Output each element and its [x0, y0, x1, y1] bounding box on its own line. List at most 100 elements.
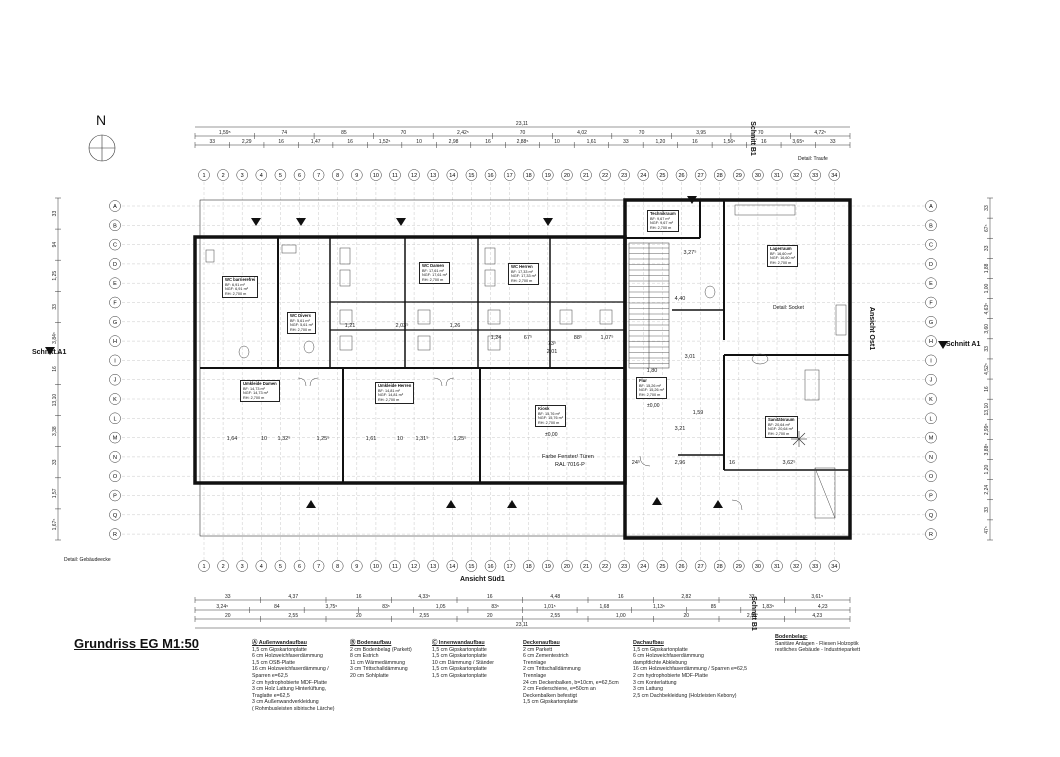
grid-bubbles: 1122334455667788991010111112121313141415… [109, 169, 937, 572]
dim-label: 1,25 [52, 271, 58, 281]
room-ngf: NGF: 16,60 m² [770, 256, 796, 261]
legend-title: Bodenbelag: [775, 634, 808, 640]
grid-col-label: 15 [468, 173, 474, 179]
room-ngf: NGF: 15,26 m² [639, 388, 665, 393]
room-name: WC Damen [422, 263, 445, 268]
dim-label: 2,29 [242, 139, 252, 145]
grid-bubble [408, 169, 420, 181]
dim-label: 33 [830, 139, 836, 145]
dim-label: 2,24 [984, 485, 990, 495]
grid-row-label: I [930, 358, 932, 364]
north-label: N [96, 112, 107, 128]
dim-label: 85 [341, 130, 347, 136]
legend-line: 1,5 cm Gipskartonplatte [432, 672, 487, 679]
room-name: Sanitätsraum [768, 417, 795, 422]
grid-row-label: M [113, 436, 118, 442]
legend-line: 20 cm Sohlplatte [350, 672, 389, 679]
grid-bubble [217, 560, 229, 572]
grid-col-label: 16 [487, 173, 493, 179]
legend-title: Ⓑ Bodenaufbau [350, 640, 392, 646]
grid-bubble [656, 169, 669, 181]
dim-label: 10 [416, 139, 422, 145]
legend-line: restliches Gebäude - Industrieparkett [775, 647, 861, 654]
grid-row-label: L [113, 416, 116, 422]
grid-col-label: 21 [583, 564, 589, 570]
dim-label: 4,48 [550, 594, 560, 600]
legend-title: Deckenaufbau [523, 640, 560, 646]
grid-col-label: 25 [659, 173, 665, 179]
dim-label: 94 [52, 242, 58, 248]
grid-col-label: 6 [298, 173, 301, 179]
dim-label: 33 [984, 245, 990, 251]
grid-col-label: 7 [317, 173, 320, 179]
grid-bubble [925, 489, 937, 502]
grid-col-label: 25 [659, 564, 665, 570]
dim-label: 13,10 [984, 403, 990, 416]
grid-row-label: P [929, 494, 933, 500]
grid-row-label: D [929, 262, 933, 268]
ansicht-ost: Ansicht Ost1 [868, 306, 876, 351]
grid-col-label: 27 [698, 173, 704, 179]
grid-col-label: 16 [487, 564, 493, 570]
grid-col-label: 1 [202, 173, 205, 179]
interior-dim-label: 1,59 [693, 410, 704, 416]
interior-dim-label: 1,31⁵ [416, 435, 429, 442]
grid-bubble [580, 169, 592, 181]
dim-label: 83⁵ [382, 604, 390, 610]
legend-line: 3 cm Holz Lattung Hinterlüftung, [252, 686, 327, 693]
grid-col-label: 34 [831, 564, 837, 570]
dim-label: 16 [692, 139, 698, 145]
grid-bubble [236, 560, 248, 572]
grid-bubble [351, 169, 363, 181]
room-rh: RH: 2,700 m [290, 327, 312, 332]
grid-col-label: 24 [640, 173, 646, 179]
ansicht-sued: Ansicht Süd1 [460, 576, 505, 583]
dim-label: 85 [711, 604, 717, 610]
legend-bodenbelag: Bodenbelag: Sanitäre Anlagen - Fliesen H… [775, 634, 860, 654]
dimension-lines [55, 126, 993, 629]
grid-bubble [236, 169, 248, 181]
legend-title: Ⓒ Innenwandaufbau [432, 640, 485, 646]
interior-dim-label: 1,64 [227, 436, 238, 442]
grid-bubble [542, 169, 554, 181]
grid-col-label: 3 [241, 173, 244, 179]
grid-row-label: G [929, 320, 933, 326]
dim-label: 20 [683, 613, 689, 619]
legend-line: 2 cm hydrophobierte MDF-Platte [633, 672, 708, 679]
grid-bubble [925, 451, 937, 463]
dim-label: 3,75⁵ [326, 604, 338, 610]
interior-dim-label: 3,01 [685, 354, 696, 360]
grid-row-label: A [929, 204, 933, 210]
grid-row-label: I [114, 358, 116, 364]
legend-line: 1,5 cm Gipskartonplatte [432, 646, 487, 653]
grid-col-label: 33 [812, 173, 818, 179]
dim-label: 3,61⁵ [811, 594, 823, 600]
dim-label: 4,33⁵ [418, 594, 430, 600]
grid-bubble [542, 560, 554, 572]
dim-label: 4,72⁵ [814, 130, 826, 136]
grid-col-label: 29 [736, 564, 742, 570]
room-bf: BF: 15,76 m² [538, 411, 560, 416]
grid-bubble [427, 560, 439, 572]
room-name: Umkleide Herren [378, 383, 412, 388]
grid-col-label: 11 [392, 564, 398, 570]
dim-label: 16 [485, 139, 491, 145]
legend-line: 2 cm Federschiene, e=50cm an [523, 686, 596, 693]
legend-line: 3 cm Lattung [633, 686, 663, 693]
interior-dim-label: 2,96 [675, 460, 686, 466]
note-socket: Detail: Socket [773, 305, 804, 311]
dim-label: 16 [984, 386, 990, 392]
grid-bubble [925, 431, 937, 444]
grid-col-label: 5 [279, 564, 282, 570]
grid-bubble [637, 560, 650, 572]
grid-col-label: 14 [449, 564, 455, 570]
grid-row-label: O [113, 474, 118, 480]
dim-label: 70 [520, 130, 526, 136]
room-bf: BF: 20,64 m² [768, 422, 790, 427]
dim-label: 16 [278, 139, 284, 145]
dim-label: 2,42⁵ [457, 130, 469, 136]
grid-col-label: 11 [392, 173, 398, 179]
grid-row-label: F [113, 301, 117, 307]
